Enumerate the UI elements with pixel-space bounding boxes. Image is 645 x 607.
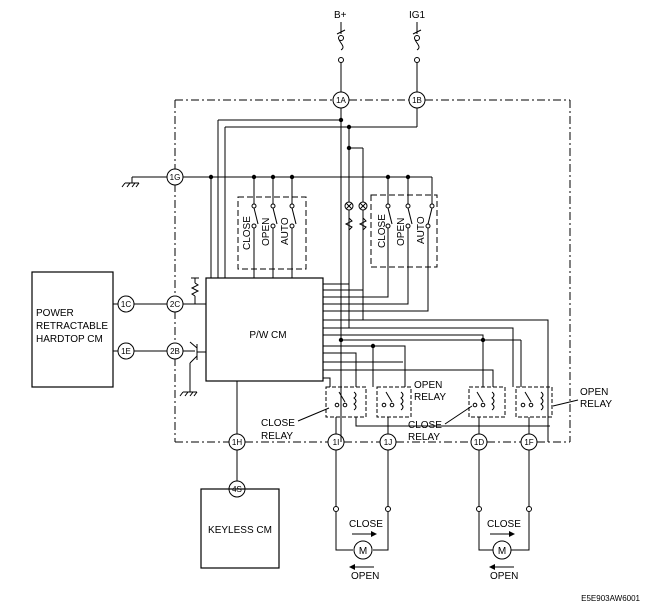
open-relay-label-1b: RELAY <box>414 392 446 403</box>
relay-labels: CLOSE RELAY OPEN RELAY CLOSE RELAY OPEN … <box>261 380 612 443</box>
svg-text:1I: 1I <box>333 438 340 447</box>
svg-text:1E: 1E <box>121 347 131 356</box>
connector-1B: 1B <box>408 91 426 109</box>
bplus-supply: B+ <box>334 10 347 93</box>
motor-m-label-left: M <box>359 546 367 557</box>
switch-close-label-2: CLOSE <box>377 214 388 248</box>
svg-text:1C: 1C <box>121 300 131 309</box>
ground-bus <box>183 174 433 278</box>
switch-group-left: CLOSE OPEN AUTO <box>237 196 307 278</box>
motor-m-label-right: M <box>498 546 506 557</box>
svg-text:2C: 2C <box>170 300 180 309</box>
motor-close-label-left: CLOSE <box>349 519 383 530</box>
connector-1F: 1F <box>520 433 538 451</box>
close-relay-label-1b: RELAY <box>261 431 293 442</box>
hardtop-label-2: RETRACTABLE <box>36 321 108 332</box>
connector-1E: 1E <box>117 342 135 360</box>
hardtop-cm: POWER RETRACTABLE HARDTOP CM <box>31 271 118 388</box>
open-relay-label-2b: RELAY <box>580 399 612 410</box>
relay-open-left <box>376 386 412 434</box>
output-bus <box>323 319 549 442</box>
connector-1D: 1D <box>470 433 488 451</box>
motor-open-label-right: OPEN <box>490 571 518 582</box>
connector-1C: 1C <box>117 295 135 313</box>
connector-2B: 2B <box>166 342 184 360</box>
ig1-label: IG1 <box>409 10 426 21</box>
svg-text:1B: 1B <box>412 96 422 105</box>
illumination-lamps <box>344 201 368 231</box>
open-relay-label-2a: OPEN <box>580 387 608 398</box>
svg-text:1J: 1J <box>384 438 392 447</box>
pullup-resistor <box>190 277 200 300</box>
hardtop-signal-lines <box>134 300 206 352</box>
harness-outline <box>174 99 571 443</box>
connector-2C: 2C <box>166 295 184 313</box>
relay-open-right <box>515 386 553 434</box>
svg-text:1F: 1F <box>524 438 533 447</box>
hardtop-label-3: HARDTOP CM <box>36 334 103 345</box>
bplus-label: B+ <box>334 10 347 21</box>
svg-text:1D: 1D <box>474 438 484 447</box>
close-relay-label-2b: RELAY <box>408 432 440 443</box>
svg-text:1G: 1G <box>170 173 181 182</box>
pw-cm-label: P/W CM <box>249 330 286 341</box>
connector-1H: 1H <box>228 433 246 451</box>
switch-right-wires <box>323 228 429 312</box>
ig1-supply: IG1 <box>409 10 426 93</box>
switch-open-label: OPEN <box>261 218 272 246</box>
switch-auto-label: AUTO <box>280 217 291 245</box>
close-relay-label-2a: CLOSE <box>408 420 442 431</box>
svg-text:2B: 2B <box>170 347 180 356</box>
motor-open-label-left: OPEN <box>351 571 379 582</box>
svg-text:1H: 1H <box>232 438 242 447</box>
ground-1G <box>121 176 167 188</box>
switch-open-label-2: OPEN <box>396 218 407 246</box>
close-relay-label-1a: CLOSE <box>261 418 295 429</box>
power-branches <box>217 108 418 442</box>
switch-auto-label-2: AUTO <box>416 216 427 244</box>
relay-close-left <box>325 386 550 434</box>
keyless-cm-label: KEYLESS CM <box>208 525 272 536</box>
keyless-cm: 4S KEYLESS CM <box>200 381 280 569</box>
pw-cm: P/W CM <box>205 277 324 382</box>
svg-text:1A: 1A <box>336 96 346 105</box>
relay-close-right <box>468 386 506 434</box>
open-relay-label-1a: OPEN <box>414 380 442 391</box>
transistor <box>179 341 206 397</box>
hardtop-label-1: POWER <box>36 308 74 319</box>
reference-code: E5E903AW6001 <box>581 594 640 603</box>
motor-right: M CLOSE OPEN <box>476 450 532 582</box>
connector-1J: 1J <box>379 433 397 451</box>
motor-close-label-right: CLOSE <box>487 519 521 530</box>
switch-close-label: CLOSE <box>242 216 253 250</box>
switch-group-right: CLOSE OPEN AUTO <box>370 194 438 268</box>
connector-1I: 1I <box>327 433 345 451</box>
motor-left: M CLOSE OPEN <box>333 450 391 582</box>
connector-1A: 1A <box>332 91 350 109</box>
connector-1G: 1G <box>166 168 184 186</box>
